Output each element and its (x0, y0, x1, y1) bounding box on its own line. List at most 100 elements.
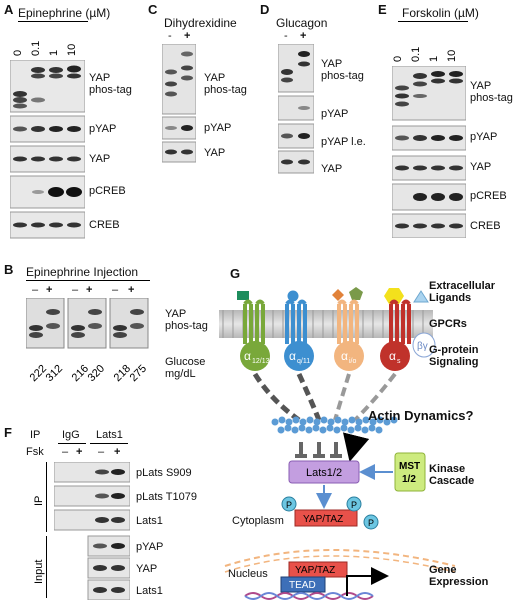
g-beta-gamma (412, 332, 436, 358)
ip-side-text: IP (33, 496, 45, 506)
row-label: pYAP (204, 122, 232, 134)
lane-label: 0 (392, 56, 404, 62)
phospho-2-label: P (351, 500, 357, 510)
panel-e-lanes: 0 0.1 1 10 (392, 30, 474, 64)
blot-pyap (278, 95, 314, 121)
panel-b-blots (26, 298, 149, 349)
ligand-triangle (413, 290, 429, 303)
sign-label: + (76, 446, 83, 458)
panel-b-title-rule (26, 280, 150, 281)
blot-lats1-ip (54, 509, 130, 531)
blot-pyap (392, 125, 466, 151)
panel-b-letter: B (4, 262, 14, 277)
g-alpha-s (380, 341, 410, 371)
panel-d-blots (278, 44, 314, 174)
phospho-1-label: P (286, 500, 292, 510)
phospho-1 (281, 496, 297, 512)
panel-c-letter: C (148, 2, 158, 17)
g-alpha-12-13-sub: 12/13 (252, 358, 270, 365)
lats-label: Lats1/2 (306, 467, 342, 479)
panel-a-lanes: 0 0.1 1 10 (12, 30, 94, 58)
blot-creb (10, 211, 85, 239)
panel-f-blots (54, 462, 130, 600)
g-alpha-i-o (334, 341, 364, 371)
ligand-pentagon (349, 287, 363, 300)
g-beta-gamma-label: βγ (417, 341, 428, 352)
ligand-circle (287, 290, 299, 302)
igg-header: IgG (62, 429, 80, 441)
ip-side-label: IP (30, 466, 46, 526)
activation-arrow (342, 432, 370, 462)
tead-label: TEAD (289, 580, 316, 591)
row-label: YAP (321, 163, 343, 175)
row-label: YAP (89, 153, 111, 165)
panel-c-blots (162, 44, 196, 163)
panel-b-title: Epinephrine Injection (26, 265, 139, 279)
lane-label: 0 (12, 50, 24, 56)
lane-label: 1 (48, 50, 60, 56)
blot-yap (392, 155, 466, 181)
input-side-label: Input (30, 534, 46, 598)
blot-yap (162, 141, 196, 163)
row-label: YAP phos-tag (204, 72, 247, 96)
panel-e-title-rule (398, 21, 468, 22)
blot-yap (278, 150, 314, 174)
input-side-text: Input (33, 560, 45, 584)
lane-label: 10 (66, 44, 78, 56)
phospho-3-label: P (368, 518, 374, 528)
gpcrs-label: GPCRs (429, 318, 467, 330)
dna-helix (244, 592, 374, 600)
actin-dynamics-label: Actin Dynamics? (368, 408, 474, 423)
nuclear-envelope (224, 549, 456, 567)
mst-label-2: 1/2 (402, 474, 416, 485)
igg-rule (58, 443, 86, 444)
panel-g-letter: G (230, 266, 241, 281)
extracellular-label: Extracellular Ligands (429, 280, 496, 304)
g-alpha-s-sub: s (397, 358, 401, 365)
g-alpha-i-o-label: α (341, 349, 348, 363)
gene-expression-label: Gene Expression (429, 564, 489, 588)
sign-label: + (114, 446, 121, 458)
blot-yap-phos-tag (392, 66, 466, 121)
blot-yap (10, 145, 85, 173)
nuclear-envelope-inner (224, 555, 456, 573)
fsk-label: Fsk (26, 446, 44, 458)
blot-group-1 (26, 298, 65, 349)
sign-label: + (184, 30, 191, 42)
blot-group-3 (109, 298, 149, 349)
sign-label: + (300, 30, 307, 42)
glucose-label: Glucose mg/dL (165, 356, 206, 380)
mst-box (394, 452, 426, 492)
g-alpha-12-13-label: α (244, 349, 251, 363)
actin-filaments (271, 416, 398, 434)
panel-e-letter: E (378, 2, 387, 17)
pathway-diagram: α 12/13 α q/11 α i/o α s βγ Lats1/2 MST (219, 287, 456, 600)
g-alpha-12-13 (240, 341, 270, 371)
ligand-square (237, 291, 249, 300)
blot-pyap (162, 116, 196, 140)
cytoplasm-label: Cytoplasm (232, 515, 284, 527)
glucose-value: 312 (44, 363, 65, 384)
lats1-rule (90, 443, 128, 444)
phospho-2 (346, 496, 362, 512)
sign-label: - (168, 30, 172, 42)
panel-a-title: Epinephrine (µM) (18, 6, 111, 20)
panel-d-letter: D (260, 2, 270, 17)
row-label: YAP phos-tag (89, 72, 132, 96)
lane-label: 1 (428, 56, 440, 62)
g-alpha-s-label: α (389, 349, 396, 363)
g-alpha-i-o-sub: i/o (349, 358, 357, 365)
panel-d-title: Glucagon (276, 16, 328, 30)
membrane-lipids (222, 310, 424, 338)
blot-plats-t1079 (54, 485, 130, 507)
row-label: pYAP (89, 123, 117, 135)
row-label: YAP (470, 161, 492, 173)
row-label: pYAP (470, 131, 498, 143)
sign-label: + (128, 284, 135, 296)
ligand-diamond (332, 289, 344, 301)
blot-pyap-input (87, 535, 130, 557)
row-label: pLats S909 (136, 467, 192, 479)
sign-label: – (62, 446, 69, 458)
blot-group-2 (67, 298, 107, 349)
inhibition-bars (295, 442, 342, 458)
